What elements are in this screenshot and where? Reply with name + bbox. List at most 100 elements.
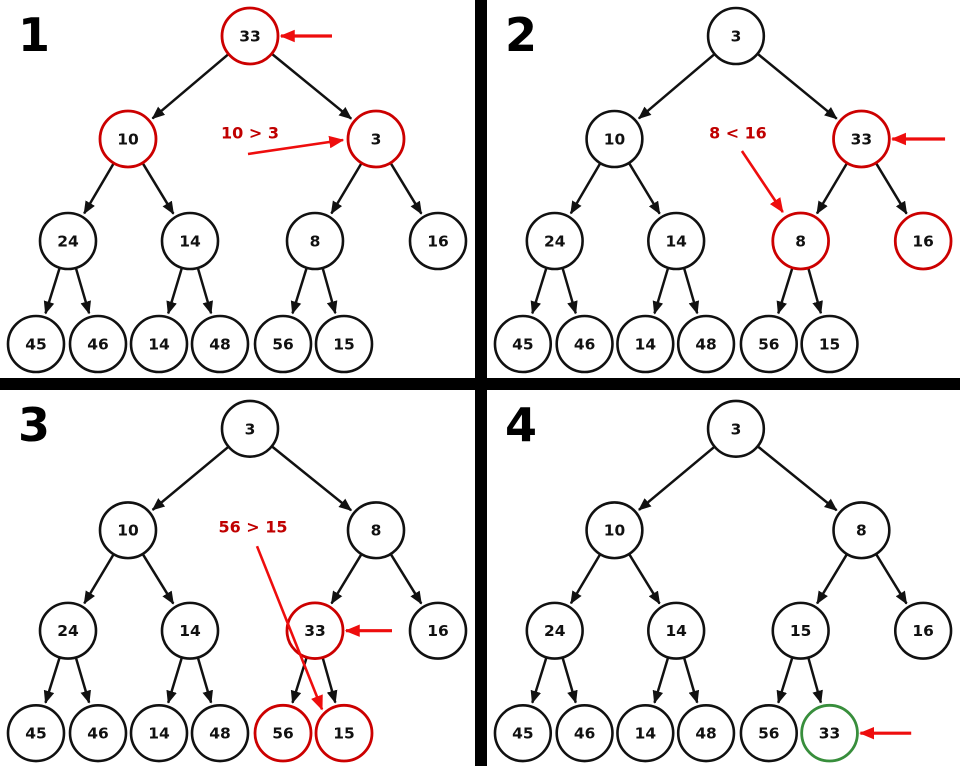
tree-node-value: 14	[179, 622, 201, 640]
tree-node-circle	[706, 6, 766, 66]
tree-edge	[271, 445, 352, 512]
tree-node-circle	[647, 601, 706, 660]
tree-node-circle	[800, 314, 859, 374]
tree-node-value: 46	[574, 725, 595, 743]
tree-node-circle	[346, 109, 406, 169]
tree-node-circle	[408, 601, 468, 660]
tree-node-value: 24	[544, 232, 566, 250]
tree-edge	[807, 268, 823, 315]
tree-node-value: 15	[333, 336, 355, 354]
tree-edge	[321, 658, 338, 704]
tree-edge	[43, 657, 61, 704]
tree-node-value: 14	[179, 233, 201, 251]
tree-node-circle	[525, 601, 584, 660]
tree-node-circle	[585, 501, 644, 560]
tree-node-value: 16	[912, 232, 933, 250]
tree-edge	[652, 658, 670, 704]
tree-edge	[271, 53, 353, 120]
tree-edge	[142, 554, 175, 605]
tree-edge	[330, 163, 363, 215]
tree-node-value: 48	[209, 336, 231, 354]
tree-node-circle	[98, 501, 158, 560]
tree-node-value: 15	[819, 335, 840, 353]
tree-node-value: 14	[148, 336, 170, 354]
tree-node-circle	[38, 601, 98, 660]
comparison-arrow-icon	[247, 135, 345, 156]
tree-node-value: 48	[209, 725, 231, 743]
tree-node-circle	[129, 314, 189, 374]
tree-node-circle	[346, 501, 406, 560]
tree-node-circle	[493, 704, 553, 763]
tree-node-circle	[616, 314, 675, 374]
tree-node-circle	[190, 704, 250, 763]
tree-node-circle	[493, 314, 553, 374]
tree-node-value: 45	[25, 336, 47, 354]
tree-edge	[807, 658, 823, 704]
tree-edge	[875, 554, 908, 605]
tree-node-circle	[676, 314, 736, 374]
tree-node-circle	[832, 501, 891, 560]
tree-node-circle	[555, 314, 614, 374]
tree-node-value: 56	[272, 725, 294, 743]
tree-edge	[628, 163, 661, 215]
tree-node-value: 46	[574, 335, 595, 353]
tree-node-circle	[771, 601, 830, 660]
tree-edge	[74, 268, 91, 315]
tree-edge	[530, 657, 548, 704]
tree-node-circle	[98, 109, 158, 169]
tree-edge	[43, 268, 61, 315]
tree-node-value: 3	[371, 131, 382, 149]
tree-edge	[757, 53, 838, 120]
tree-node-value: 24	[57, 233, 79, 251]
tree-node-value: 14	[665, 622, 687, 640]
tree-edge	[561, 658, 578, 704]
tree-node-value: 16	[912, 622, 933, 640]
tree-edge	[151, 446, 229, 511]
tree-node-value: 56	[758, 335, 779, 353]
comparison-arrow-icon	[255, 545, 324, 711]
tree-node-circle	[68, 314, 128, 374]
tree-node-value: 45	[512, 725, 533, 743]
tree-node-circle	[129, 704, 189, 763]
tree-node-value: 56	[758, 725, 779, 743]
tree-node-circle	[647, 211, 706, 271]
tree-node-circle	[616, 704, 675, 763]
tree-node-value: 24	[57, 622, 79, 640]
tree-edge	[390, 554, 423, 605]
tree-node-value: 14	[635, 335, 657, 353]
tree-node-circle	[6, 314, 66, 374]
tree-node-value: 3	[731, 420, 742, 438]
tree-node-value: 8	[371, 522, 382, 540]
tree-edge	[683, 268, 700, 315]
step-number-4: 4	[505, 398, 538, 452]
tree-edge	[776, 657, 794, 704]
tree-edge	[638, 446, 715, 511]
tree-node-value: 10	[604, 522, 625, 540]
tree-edge	[321, 268, 338, 315]
tree-edge	[569, 554, 601, 605]
tree-edge	[815, 163, 848, 215]
tree-edge	[166, 268, 183, 315]
tree-node-value: 33	[304, 622, 326, 640]
tree-node-value: 33	[239, 28, 261, 46]
step-number-1: 1	[18, 8, 51, 62]
tree-node-circle	[893, 211, 953, 271]
tree-edge	[196, 658, 213, 704]
tree-edge	[638, 53, 715, 120]
tree-edge	[776, 268, 794, 315]
tree-node-value: 10	[117, 131, 139, 149]
tree-edge	[816, 554, 848, 605]
tree-node-circle	[253, 314, 313, 374]
tree-node-value: 33	[819, 725, 840, 743]
tree-edge	[561, 268, 578, 315]
tree-edge	[330, 554, 363, 605]
tree-edge	[569, 163, 601, 215]
tree-node-value: 48	[695, 725, 716, 743]
tree-node-circle	[160, 601, 220, 660]
